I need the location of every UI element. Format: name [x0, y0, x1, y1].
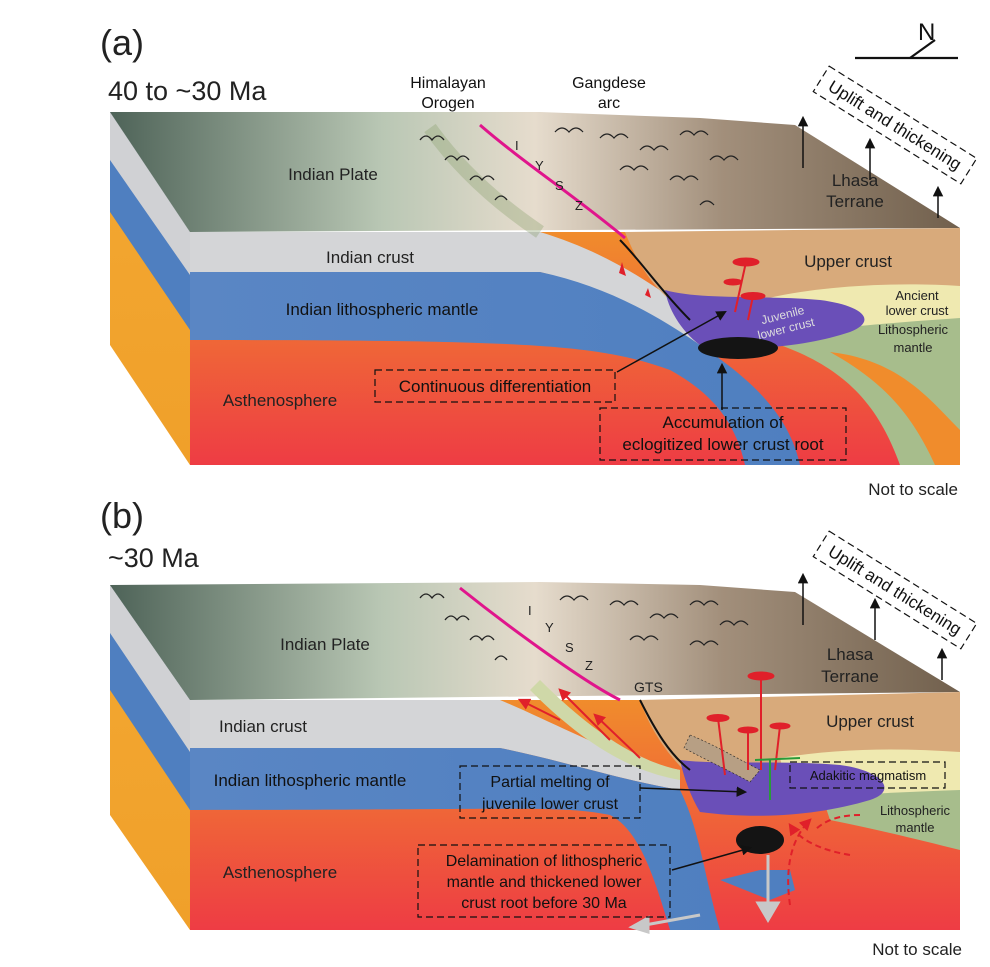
indian-mantle-label-b: Indian lithospheric mantle: [214, 771, 407, 790]
continuous-box: [374, 369, 616, 403]
suture-letter-y: Y: [535, 158, 544, 173]
delam-label: Delamination of lithospheric: [446, 853, 643, 870]
juvenile-lower-crust: [665, 290, 865, 348]
delamination-arrows: [628, 855, 781, 935]
not-to-scale-b: Not to scale: [872, 940, 962, 959]
indian-plate-label: Indian Plate: [288, 165, 378, 184]
lith-mantle-label: Lithospheric: [878, 322, 949, 337]
upper-crust-label-b: Upper crust: [826, 712, 914, 731]
suture-letter-i-b: I: [528, 603, 532, 618]
suture-zone: [424, 123, 626, 240]
top-surface: [110, 112, 960, 232]
indian-crust-label-b: Indian crust: [219, 717, 307, 736]
partial-label: Partial melting of: [490, 774, 610, 791]
juvenile-lower-crust-b: [680, 760, 885, 816]
gangdese-label-2: arc: [598, 95, 620, 112]
uplift-box-b: [812, 530, 978, 650]
panel-a-time: 40 to ~30 Ma: [108, 76, 267, 106]
continuous-label: Continuous differentiation: [399, 377, 592, 396]
suture-letter-s: S: [555, 178, 564, 193]
mountain-strokes: [419, 127, 739, 206]
asthenosphere-label-b: Asthenosphere: [223, 863, 337, 882]
ancient-label-2: lower crust: [886, 303, 949, 318]
uplift-box-a: [812, 65, 978, 185]
accum-label-2: eclogitized lower crust root: [622, 435, 824, 454]
lith-mantle-label-b: Lithospheric: [880, 803, 951, 818]
suture-letter-i: I: [515, 138, 519, 153]
panel-b-time: ~30 Ma: [108, 543, 200, 573]
magma-plumes: [723, 257, 766, 321]
panel-a-letter: (a): [100, 22, 144, 63]
block-side-face: [110, 112, 190, 465]
front-face: [190, 228, 960, 465]
lhasa-label-2: Terrane: [826, 192, 884, 211]
suture-letter-z: Z: [575, 198, 583, 213]
accum-label: Accumulation of: [663, 413, 784, 432]
process-arrows-b: [639, 572, 948, 871]
melt-arrows: [517, 688, 861, 906]
panel-b-letter: (b): [100, 495, 144, 536]
partial-melting-box: [459, 765, 641, 819]
top-surface-b: [110, 582, 960, 700]
delamination-box: [417, 844, 671, 918]
indian-mantle-label: Indian lithospheric mantle: [286, 300, 479, 319]
partial-label-2: juvenile lower crust: [481, 796, 619, 813]
adakitic-box: [789, 761, 946, 789]
panel-a: Uplift and thickening (a) 40 to ~30 Ma H…: [100, 22, 978, 499]
delam-label-3: crust root before 30 Ma: [461, 895, 627, 912]
himalayan-label-2: Orogen: [421, 95, 474, 112]
upper-crust-label: Upper crust: [804, 252, 892, 271]
panel-b: Uplift and thickening (b) ~30 Ma Indian …: [100, 495, 978, 959]
process-arrows: [616, 115, 944, 410]
indian-plate-label-b: Indian Plate: [280, 635, 370, 654]
adakitic-label: Adakitic magmatism: [810, 768, 926, 783]
lith-mantle-label-2: mantle: [893, 340, 932, 355]
suture-letter-y-b: Y: [545, 620, 554, 635]
lith-mantle-label-b-2: mantle: [895, 820, 934, 835]
magma-plumes-b: [706, 671, 791, 776]
lhasa-label-b: Lhasa: [827, 645, 874, 664]
lhasa-label-b-2: Terrane: [821, 667, 879, 686]
north-arrow: N: [855, 19, 958, 60]
not-to-scale-a: Not to scale: [868, 480, 958, 499]
adakitic-dyke: [754, 757, 801, 800]
asthenosphere-label: Asthenosphere: [223, 391, 337, 410]
eclogite-root: [698, 337, 778, 359]
gts-label: GTS: [634, 679, 663, 695]
suture-letter-s-b: S: [565, 640, 574, 655]
accumulation-box: [599, 407, 847, 461]
himalayan-label: Himalayan: [410, 75, 486, 92]
delam-label-2: mantle and thickened lower: [447, 874, 642, 891]
lhasa-label: Lhasa: [832, 171, 879, 190]
suture-letter-z-b: Z: [585, 658, 593, 673]
suture-zone-b: [459, 586, 621, 702]
indian-crust-label: Indian crust: [326, 248, 414, 267]
north-label: N: [918, 19, 935, 46]
ancient-label: Ancient: [895, 288, 939, 303]
gangdese-label: Gangdese: [572, 75, 646, 92]
mountain-strokes-b: [419, 593, 749, 661]
